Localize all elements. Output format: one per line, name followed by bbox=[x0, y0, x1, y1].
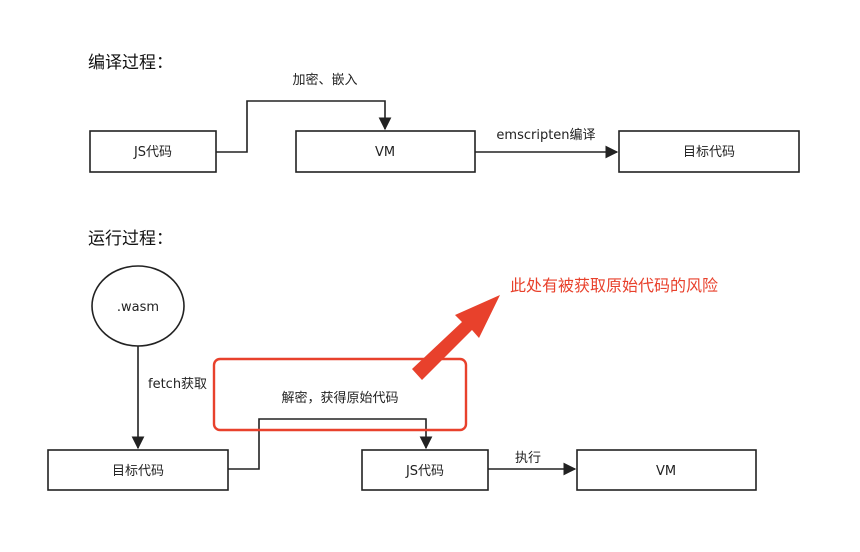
emscripten-label: emscripten编译 bbox=[496, 128, 595, 143]
decrypt-arrow bbox=[228, 418, 433, 470]
risk-highlight-box bbox=[212, 357, 468, 432]
runtime-node-js-code-label: JS代码 bbox=[405, 464, 444, 479]
runtime-node-vm: VM bbox=[576, 449, 757, 491]
encrypt-embed-label: 加密、嵌入 bbox=[292, 72, 357, 88]
runtime-node-wasm: .wasm bbox=[91, 265, 185, 347]
compile-node-js-code: JS代码 bbox=[89, 130, 217, 173]
runtime-section-title: 运行过程： bbox=[88, 229, 173, 249]
decrypt-step: 解密，获得原始代码 bbox=[212, 357, 468, 432]
compile-node-vm: VM bbox=[295, 130, 476, 173]
encrypt-embed-arrow bbox=[216, 100, 392, 153]
decrypt-label: 解密，获得原始代码 bbox=[281, 390, 398, 406]
compile-node-js-code-label: JS代码 bbox=[133, 145, 172, 160]
runtime-node-target-code: 目标代码 bbox=[47, 449, 229, 491]
runtime-node-target-code-label: 目标代码 bbox=[112, 464, 164, 479]
runtime-node-js-code: JS代码 bbox=[361, 449, 489, 491]
runtime-node-wasm-label: .wasm bbox=[117, 300, 159, 315]
compile-section-title: 编译过程： bbox=[88, 53, 173, 73]
runtime-node-vm-label: VM bbox=[656, 464, 676, 479]
execute-label: 执行 bbox=[515, 451, 541, 466]
compile-node-target-code-label: 目标代码 bbox=[683, 145, 735, 160]
warning-text: 此处有被获取原始代码的风险 bbox=[510, 276, 718, 295]
fetch-label: fetch获取 bbox=[148, 377, 207, 392]
compile-node-vm-label: VM bbox=[375, 145, 395, 160]
compile-node-target-code: 目标代码 bbox=[618, 130, 800, 173]
warning-arrow bbox=[412, 295, 500, 380]
